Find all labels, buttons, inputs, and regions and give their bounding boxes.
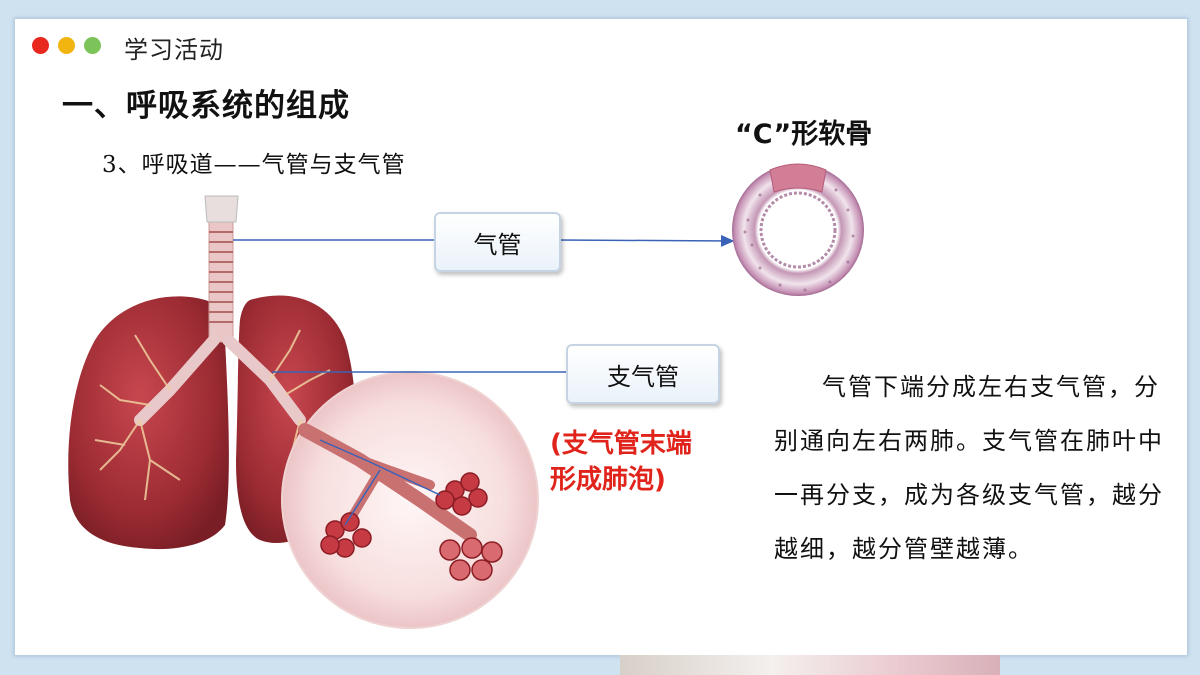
alveoli-clusters bbox=[320, 472, 503, 581]
presenter-clothing-strip bbox=[620, 655, 1000, 675]
yellow-dot bbox=[58, 37, 75, 54]
c-cartilage-cross-section bbox=[732, 163, 864, 296]
blood-vessels bbox=[319, 439, 441, 526]
larynx bbox=[204, 195, 239, 223]
activity-title: 学习活动 bbox=[124, 36, 224, 64]
trachea-label-text: 气管 bbox=[473, 230, 522, 259]
trachea-arrow bbox=[558, 234, 735, 247]
bronchus-label-text: 支气管 bbox=[607, 362, 679, 391]
left-lung bbox=[68, 296, 229, 550]
window-dots bbox=[32, 37, 101, 54]
section-title: 一、呼吸系统的组成 bbox=[62, 88, 350, 124]
subtitle: 3、呼吸道——气管与支气管 bbox=[102, 152, 406, 178]
alveoli-note: (支气管末端 形成肺泡) bbox=[550, 429, 692, 495]
trachea-label: 气管 bbox=[434, 212, 561, 272]
red-dot bbox=[32, 37, 49, 54]
green-dot bbox=[84, 37, 101, 54]
alveoli-magnifier bbox=[281, 371, 539, 629]
trachea-rings bbox=[209, 231, 233, 323]
bronchus-label: 支气管 bbox=[566, 344, 720, 404]
c-cartilage-title: “C”形软骨 bbox=[735, 119, 873, 150]
description-paragraph: 气管下端分成左右支气管，分别通向左右两肺。支气管在肺叶中一再分支，成为各级支气管… bbox=[774, 373, 1164, 563]
